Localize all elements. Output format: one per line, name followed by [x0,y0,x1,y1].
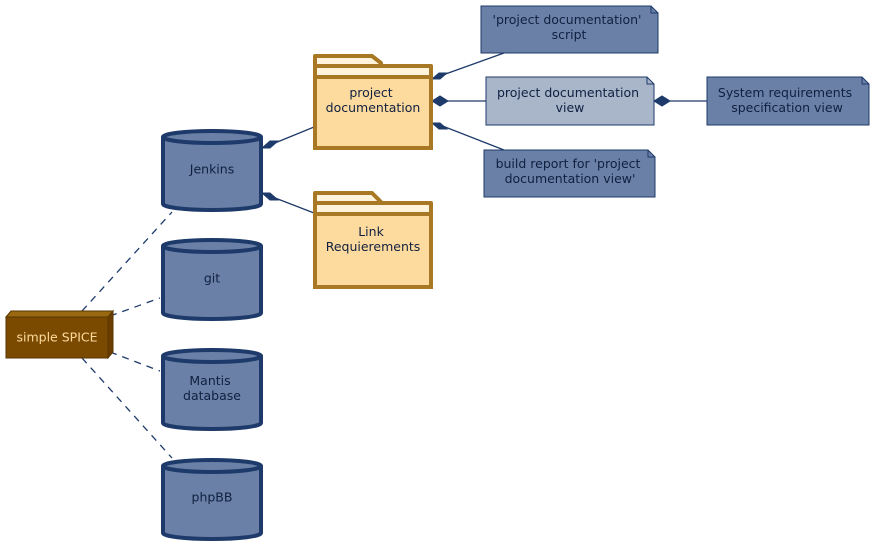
node-git[interactable]: git [161,238,263,321]
note-project-documentation-view[interactable]: project documentation view [485,76,655,126]
node-simple-spice[interactable]: simple SPICE [4,309,115,360]
diamond-jenkins-docs [260,140,280,149]
note-project-documentation-script[interactable]: 'project documentation' script [480,5,659,54]
folder-link-requirements[interactable]: Link Requierements [313,191,433,289]
diamond-docs-script [430,72,449,80]
folder-project-documentation[interactable]: project documentation [313,54,433,150]
folder-project-documentation-label: project documentation [326,85,421,115]
connector-spice-phpbb [81,357,173,459]
note-view-line2: view [556,100,585,115]
folder-project-documentation-line2: documentation [326,100,421,115]
folder-link-requirements-line2: Requierements [326,239,421,254]
note-script-label: 'project documentation' script [493,12,646,42]
connector-spice-mantis [109,351,161,372]
node-git-label: git [204,271,220,286]
node-jenkins[interactable]: Jenkins [161,129,263,212]
note-srs-label: System requirements specification view [718,85,856,115]
note-build-report[interactable]: build report for 'project documentation … [483,149,656,198]
dashed-connectors [81,211,173,459]
connector-spice-jenkins [81,211,173,312]
node-mantis-database[interactable]: Mantis database [161,348,263,431]
note-srs-line1: System requirements [718,85,852,100]
note-view-label: project documentation view [497,85,643,115]
folder-link-requirements-line1: Link [358,224,384,239]
note-script-line1: 'project documentation' [493,12,642,27]
note-build-report-label: build report for 'project documentation … [496,156,645,186]
diamond-jenkins-link [260,192,280,201]
folder-project-documentation-line1: project [349,85,392,100]
note-srs-line2: specification view [731,100,843,115]
composition-diamonds [260,72,671,201]
note-script-line2: script [552,27,587,42]
connector-docs-build-report [439,124,505,151]
note-view-line1: project documentation [497,85,639,100]
diamond-view-srs [653,95,671,107]
connector-docs-script [439,52,505,77]
note-build-report-line1: build report for 'project [496,156,641,171]
node-mantis-label-line1: Mantis [189,373,230,388]
node-jenkins-label: Jenkins [189,162,234,177]
node-phpbb-label: phpBB [192,490,233,505]
node-phpbb[interactable]: phpBB [161,458,263,541]
diamond-docs-build [430,122,449,130]
folder-link-requirements-label: Link Requierements [326,224,421,254]
diamond-docs-view [431,95,449,107]
connector-spice-git [109,297,161,317]
node-mantis-label: Mantis database [183,373,241,403]
note-srs-view[interactable]: System requirements specification view [706,76,870,126]
node-mantis-label-line2: database [183,388,241,403]
note-build-report-line2: documentation view' [505,171,636,186]
node-simple-spice-label: simple SPICE [16,330,97,345]
